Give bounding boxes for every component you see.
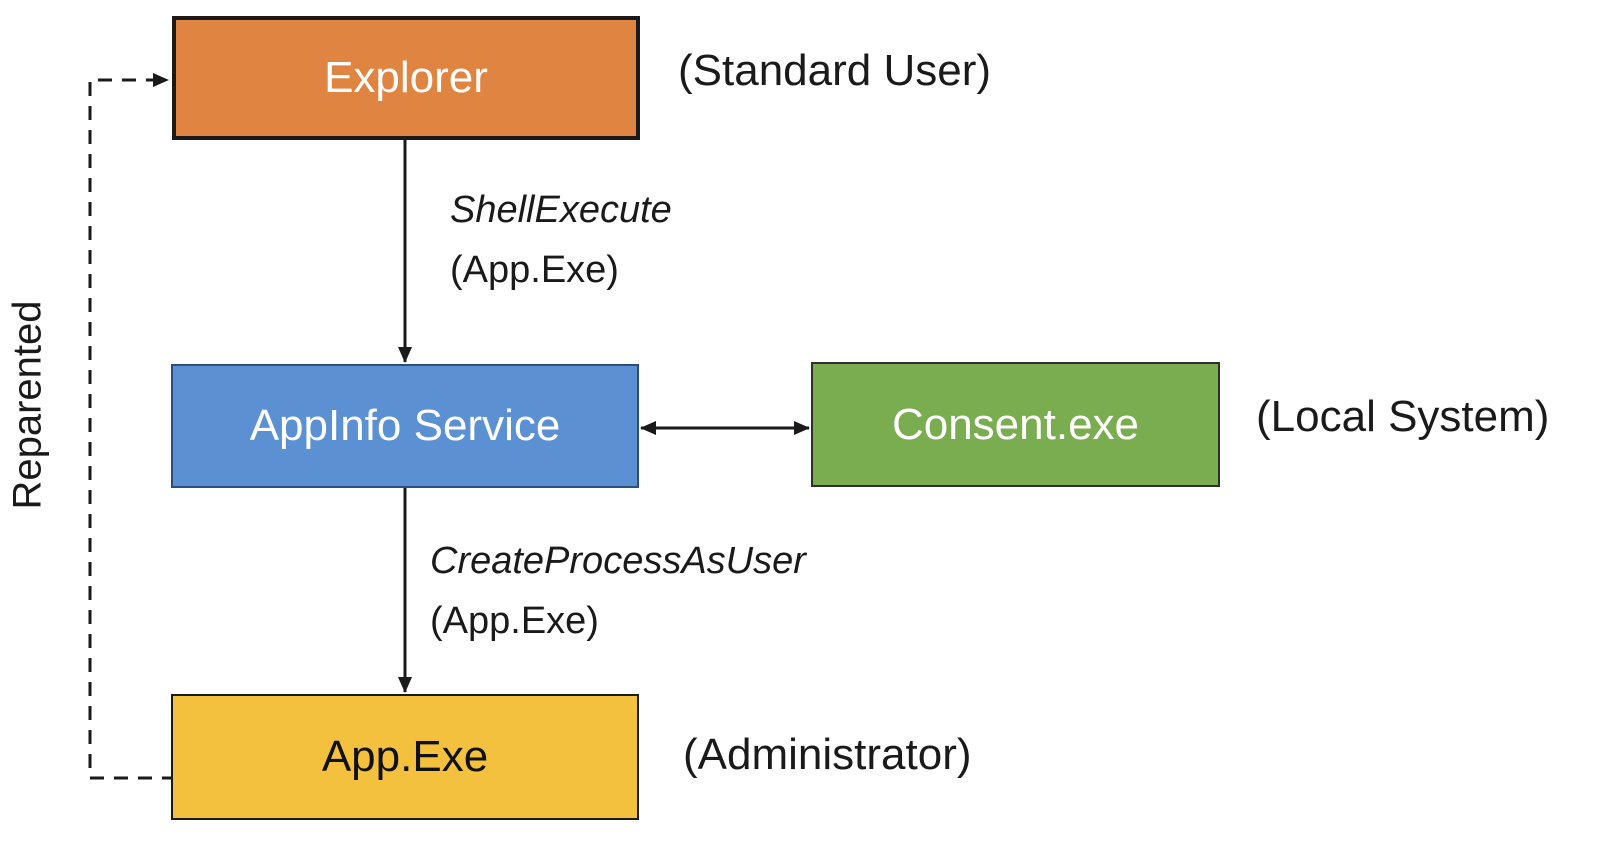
- createprocess-arg: (App.Exe): [430, 600, 599, 642]
- reparented-label: Reparented: [5, 300, 50, 510]
- shellexecute-call: ShellExecute: [450, 189, 672, 231]
- shellexecute-edge-label: ShellExecute (App.Exe): [450, 180, 672, 300]
- shellexecute-arg: (App.Exe): [450, 249, 619, 291]
- createprocess-edge-label: CreateProcessAsUser (App.Exe): [430, 531, 806, 651]
- appinfo-service-node: AppInfo Service: [171, 364, 639, 488]
- reparented-dashed-connector: [88, 73, 176, 780]
- app-exe-role-label: (Administrator): [683, 730, 972, 779]
- app-exe-node: App.Exe: [171, 694, 639, 820]
- explorer-role-label: (Standard User): [678, 46, 992, 95]
- consent-exe-node: Consent.exe: [811, 362, 1220, 487]
- explorer-node: Explorer: [172, 16, 640, 140]
- consent-role-label: (Local System): [1256, 392, 1550, 441]
- createprocess-call: CreateProcessAsUser: [430, 540, 806, 582]
